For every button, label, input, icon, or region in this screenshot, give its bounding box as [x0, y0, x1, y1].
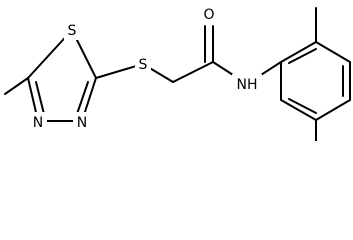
bonds	[4, 7, 351, 141]
bond-benzene-1-2	[280, 41, 317, 63]
atom-oxygen: O	[203, 7, 214, 23]
atom-bg-sulfur-thioether	[135, 54, 151, 74]
bond-ring-n4-c5-double	[35, 81, 45, 115]
atom-labels: S N N S O NH	[29, 4, 262, 132]
bond-ch2-carbonyl	[172, 61, 214, 83]
bond-benzene-5-6-double	[288, 98, 317, 114]
bond-ring-c2-n3-double	[76, 81, 89, 115]
bond-c5-methyl	[4, 77, 29, 95]
bond-benzene-1-2-double	[288, 48, 317, 64]
atom-amide-nh: NH	[237, 77, 258, 93]
bond-benzene-4-5	[315, 99, 351, 121]
atom-bg-oxygen	[200, 4, 218, 24]
atom-bg-nitrogen-ring-a	[29, 112, 47, 132]
atom-nitrogen-ring-a: N	[33, 115, 43, 131]
bond-benzene-2-3	[315, 41, 351, 63]
bond-benzene-5-6	[280, 99, 317, 121]
atom-bg-nitrogen-ring-b	[73, 112, 91, 132]
molecule-structure-diagram: S N N S O NH	[4, 4, 351, 141]
atom-sulfur-thioether: S	[139, 57, 148, 73]
atom-nitrogen-ring-b: N	[77, 115, 87, 131]
atom-bg-amide-nh	[232, 74, 262, 94]
atom-bg-sulfur-ring	[64, 20, 80, 40]
atom-sulfur-ring: S	[68, 23, 77, 39]
